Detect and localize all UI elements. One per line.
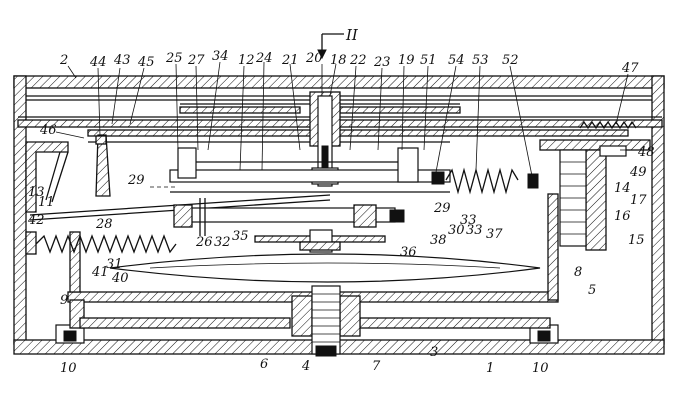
label-43: 43 xyxy=(113,53,131,68)
base-frame xyxy=(67,193,559,357)
label-41: 41 xyxy=(91,265,109,280)
leader-lines xyxy=(55,61,630,177)
left-bracket xyxy=(25,141,81,293)
label-14: 14 xyxy=(614,181,631,196)
label-40: 40 xyxy=(111,271,129,286)
reference-labels: 2 44 43 45 25 27 34 12 24 21 20 18 22 23… xyxy=(27,49,655,376)
label-54: 54 xyxy=(448,53,465,68)
label-47: 47 xyxy=(621,61,639,76)
label-38: 38 xyxy=(430,233,447,248)
label-13: 13 xyxy=(28,185,45,200)
right-spring xyxy=(445,167,519,195)
left-pillar xyxy=(95,134,111,197)
label-17: 17 xyxy=(630,193,647,208)
right-gear-mechanism xyxy=(431,120,651,251)
label-42: 42 xyxy=(27,213,45,228)
label-23: 23 xyxy=(373,55,391,70)
large-disc xyxy=(109,253,541,283)
lower-carrier xyxy=(173,198,405,236)
label-29-right: 29 xyxy=(433,201,451,216)
left-spring xyxy=(35,234,177,254)
label-18: 18 xyxy=(330,53,347,68)
label-21: 21 xyxy=(281,53,299,68)
label-26: 26 xyxy=(195,235,213,250)
label-3: 3 xyxy=(430,345,438,360)
label-4: 4 xyxy=(301,359,310,374)
label-31: 31 xyxy=(106,257,123,272)
label-45: 45 xyxy=(137,55,155,70)
label-34: 34 xyxy=(212,49,229,64)
label-33-a: 33 xyxy=(460,213,477,228)
label-5: 5 xyxy=(588,283,596,298)
label-30: 30 xyxy=(448,223,465,238)
small-disc xyxy=(254,229,386,253)
section-indicator: II xyxy=(317,26,359,60)
label-25: 25 xyxy=(165,51,183,66)
label-7: 7 xyxy=(372,359,381,374)
label-9: 9 xyxy=(60,293,68,308)
label-1: 1 xyxy=(486,361,494,376)
label-19: 19 xyxy=(398,53,415,68)
label-22: 22 xyxy=(349,53,367,68)
label-16: 16 xyxy=(614,209,631,224)
label-51: 51 xyxy=(420,53,437,68)
label-46: 46 xyxy=(39,123,57,138)
label-48: 48 xyxy=(637,145,655,160)
section-mark: II xyxy=(345,26,359,44)
label-10-left: 10 xyxy=(60,361,77,376)
label-12: 12 xyxy=(238,53,255,68)
label-10-right: 10 xyxy=(532,361,549,376)
label-32: 32 xyxy=(214,235,231,250)
label-27: 27 xyxy=(187,53,205,68)
label-37: 37 xyxy=(486,227,503,242)
label-35: 35 xyxy=(232,229,249,244)
label-28: 28 xyxy=(95,217,113,232)
label-6: 6 xyxy=(260,357,268,372)
label-29-left: 29 xyxy=(127,173,145,188)
label-15: 15 xyxy=(628,233,645,248)
label-44: 44 xyxy=(89,55,107,70)
label-49: 49 xyxy=(629,165,647,180)
label-2: 2 xyxy=(59,53,68,68)
label-36: 36 xyxy=(400,245,417,260)
label-20: 20 xyxy=(305,51,323,66)
label-52: 52 xyxy=(502,53,519,68)
label-8: 8 xyxy=(574,265,582,280)
label-24: 24 xyxy=(255,51,273,66)
label-11: 11 xyxy=(38,195,55,210)
label-53: 53 xyxy=(472,53,489,68)
label-33-b: 33 xyxy=(466,223,483,238)
